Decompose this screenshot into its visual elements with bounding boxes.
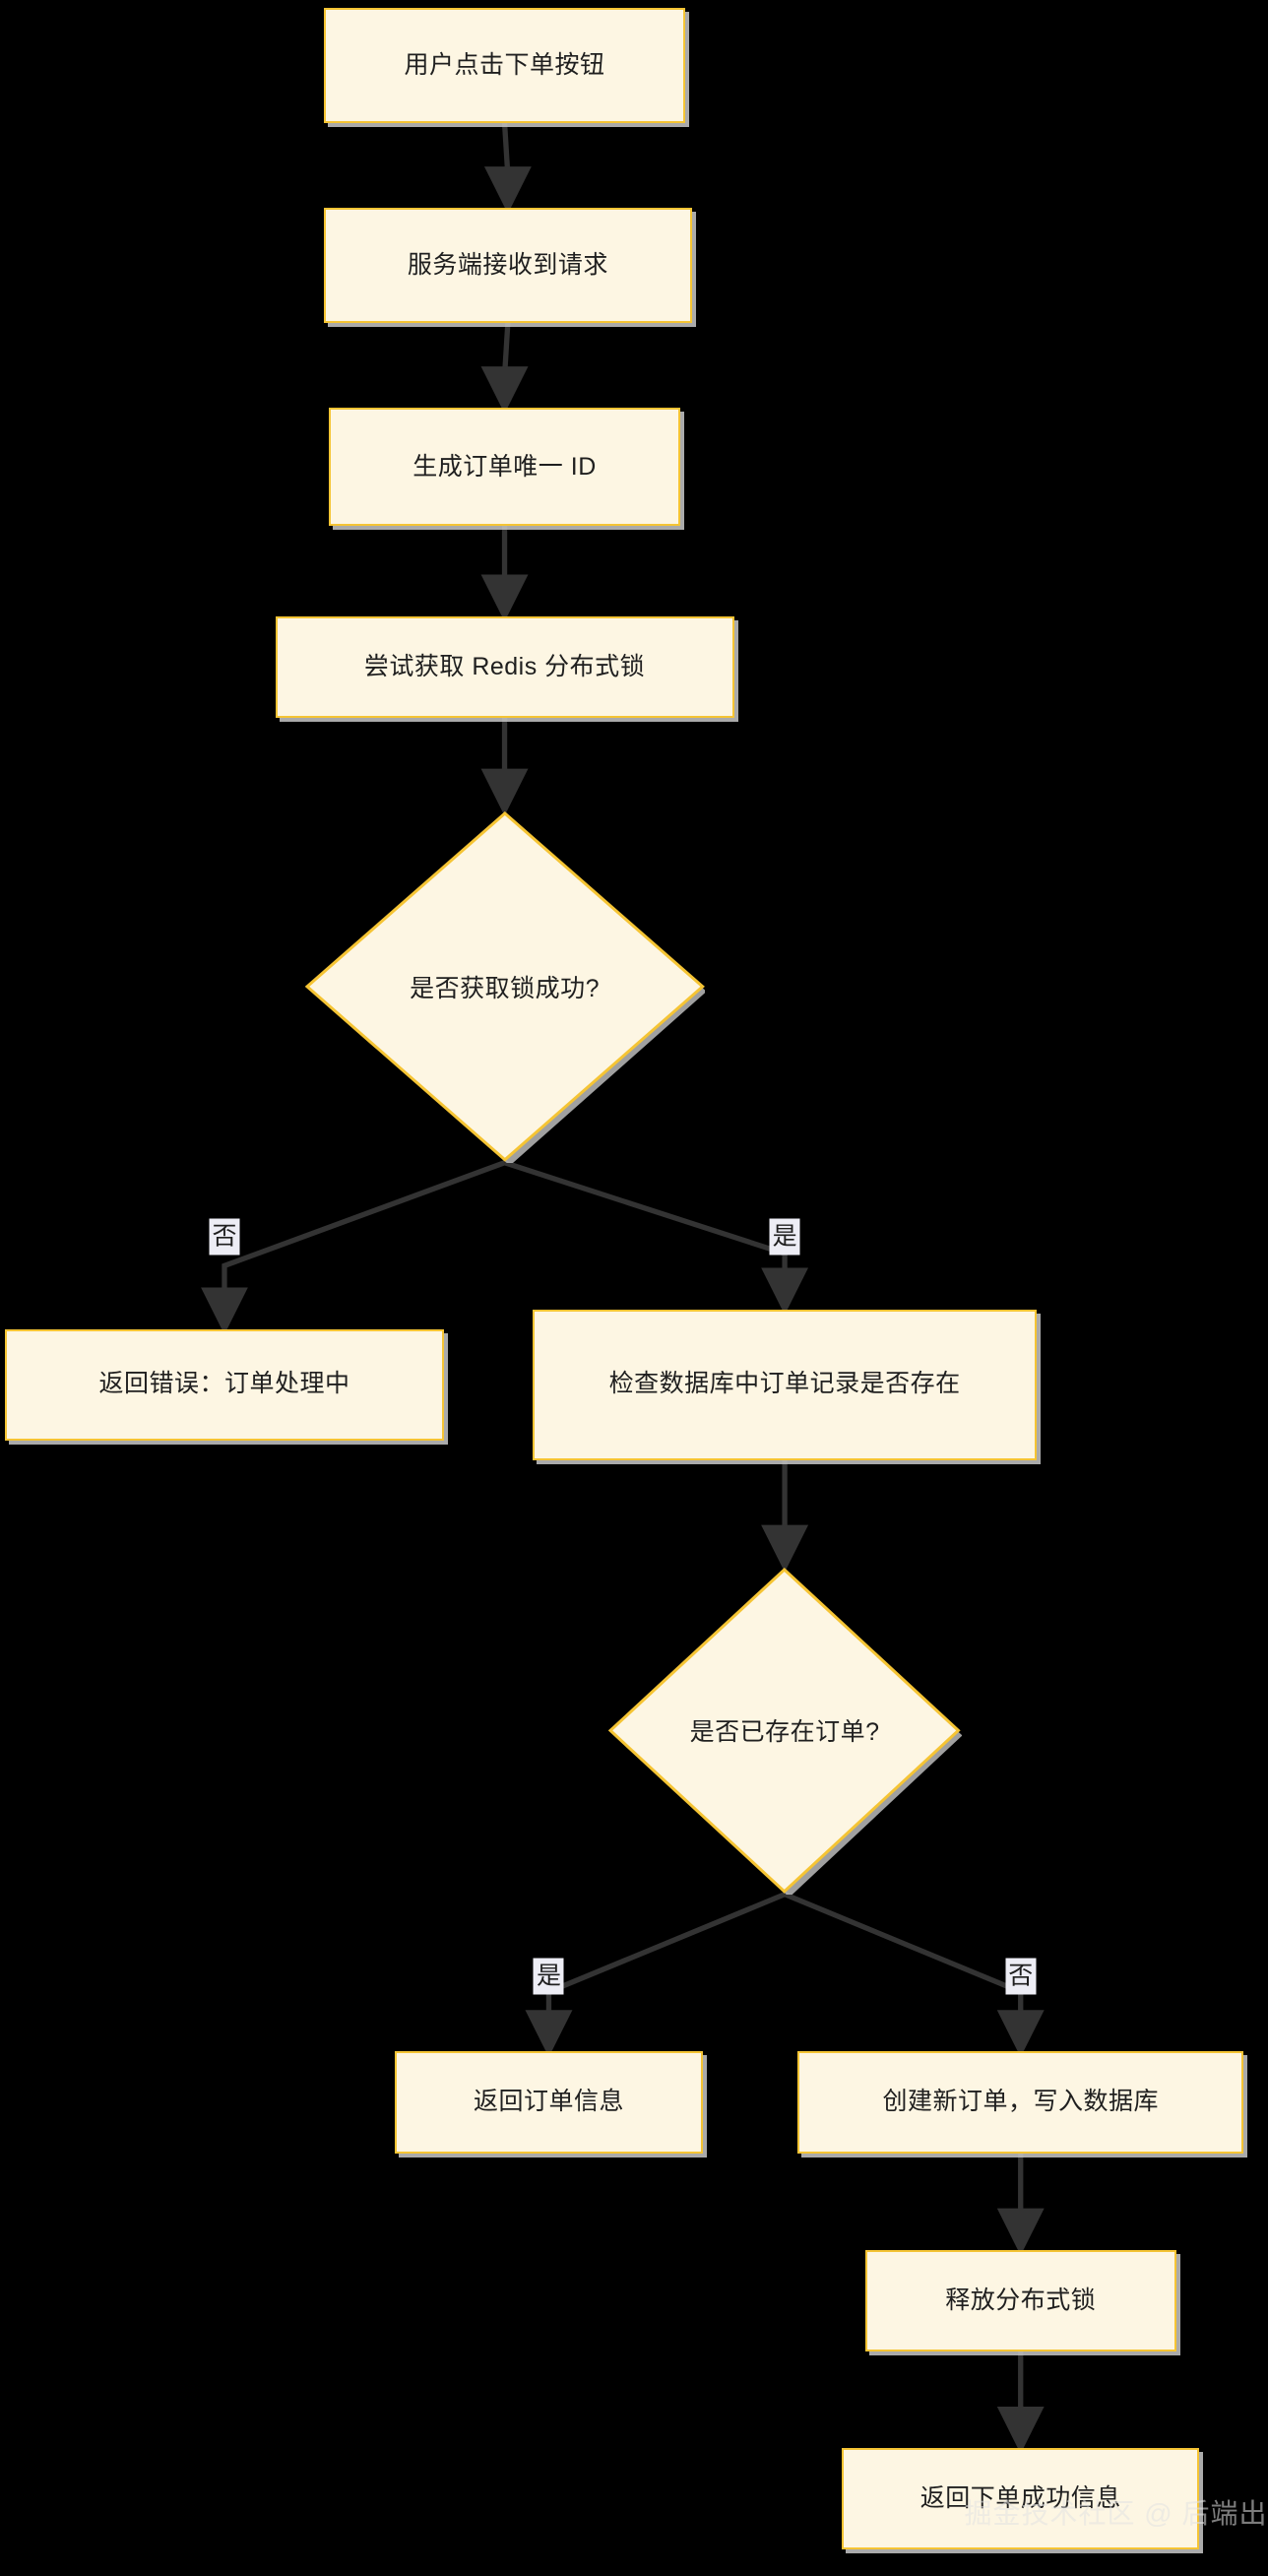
process-node-n5[interactable]: 返回错误：订单处理中 <box>4 1328 444 1441</box>
edge-label: 是 <box>769 1218 800 1256</box>
node-label: 是否获取锁成功? <box>410 974 600 1002</box>
process-node-n3[interactable]: 生成订单唯一 ID <box>328 408 681 527</box>
edge-n2-n3 <box>480 322 529 415</box>
process-node-n10[interactable]: 返回下单成功信息 <box>842 2448 1200 2550</box>
edge-d1-n6 <box>503 1160 809 1316</box>
edge-label: 否 <box>1005 1958 1037 1995</box>
node-label: 生成订单唯一 ID <box>412 452 597 481</box>
node-label: 用户点击下单按钮 <box>404 50 605 79</box>
edge-d1-n5 <box>201 1160 506 1335</box>
node-label: 是否已存在订单? <box>689 1718 880 1747</box>
node-label: 尝试获取 Redis 分布式锁 <box>363 652 646 680</box>
node-label: 检查数据库中订单记录是否存在 <box>608 1370 961 1398</box>
edge-n1-n2 <box>483 122 532 215</box>
edge-d2-n8 <box>784 1892 1045 2058</box>
process-node-n7[interactable]: 返回订单信息 <box>395 2051 703 2154</box>
node-label: 服务端接收到请求 <box>407 250 608 279</box>
node-label: 返回订单信息 <box>473 2088 624 2116</box>
process-node-n6[interactable]: 检查数据库中订单记录是否存在 <box>532 1309 1038 1460</box>
edge-d2-n7 <box>525 1892 787 2058</box>
process-node-n8[interactable]: 创建新订单，写入数据库 <box>797 2051 1244 2154</box>
node-label: 创建新订单，写入数据库 <box>882 2088 1159 2116</box>
process-node-n9[interactable]: 释放分布式锁 <box>864 2249 1176 2351</box>
process-node-n1[interactable]: 用户点击下单按钮 <box>324 8 685 123</box>
edge-label: 是 <box>533 1958 564 1995</box>
process-node-n2[interactable]: 服务端接收到请求 <box>323 208 693 323</box>
node-label: 释放分布式锁 <box>945 2286 1097 2314</box>
node-label: 返回错误：订单处理中 <box>98 1370 350 1398</box>
decision-node-d1[interactable]: 是否获取锁成功? <box>304 810 706 1163</box>
decision-node-d2[interactable]: 是否已存在订单? <box>607 1567 962 1895</box>
edge-label: 否 <box>209 1218 240 1256</box>
node-label: 返回下单成功信息 <box>919 2484 1121 2513</box>
process-node-n4[interactable]: 尝试获取 Redis 分布式锁 <box>275 615 734 718</box>
diamond-shape <box>608 1567 962 1895</box>
diamond-shape <box>304 810 706 1163</box>
